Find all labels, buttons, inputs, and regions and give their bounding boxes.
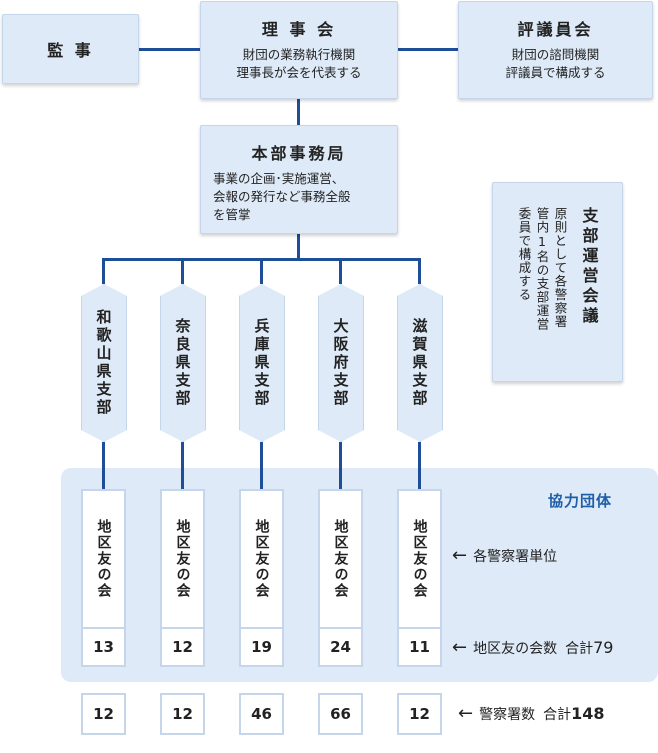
connector-drop-2: [181, 258, 184, 284]
shibu-unei-desc: 原則として各警察署 管内1名の支部運営 委員で構成する: [516, 207, 568, 331]
district-name: 地区友の会: [411, 519, 428, 599]
connector-unit-5: [418, 442, 421, 489]
arrow-left-icon: ←: [458, 703, 474, 724]
district-name: 地区友の会: [174, 519, 191, 599]
district-count: 11: [409, 638, 430, 656]
branch-name: 滋賀県支部: [410, 318, 429, 408]
connector-drop-3: [260, 258, 263, 284]
note-station-total: 148: [571, 704, 605, 723]
branch-pill-3: 兵庫県支部: [239, 284, 285, 442]
kanji-box: 監 事: [2, 14, 139, 84]
branch-name: 大阪府支部: [331, 318, 350, 408]
arrow-left-icon: ←: [452, 637, 468, 658]
station-count-5: 12: [397, 693, 442, 735]
honbu-box: 本部事務局 事業の企画･実施運営、 会報の発行など事務全般 を管掌: [200, 125, 398, 234]
branch-pill-5: 滋賀県支部: [397, 284, 443, 442]
note-station: ← 警察署数 合計 148: [458, 703, 605, 724]
connector-drop-1: [102, 258, 105, 284]
district-unit-4: 地区友の会 24: [318, 489, 363, 667]
rijikai-box: 理 事 会 財団の業務執行機関 理事長が会を代表する: [200, 1, 398, 99]
note-district-total: 79: [593, 638, 614, 657]
shibu-unei-title: 支部運営会議: [579, 207, 599, 327]
connector-kanji-rijikai: [139, 48, 200, 51]
district-count: 19: [251, 638, 272, 656]
connector-honbu-bus: [297, 233, 300, 260]
honbu-desc: 事業の企画･実施運営、 会報の発行など事務全般 を管掌: [213, 171, 351, 222]
branch-name: 奈良県支部: [173, 318, 192, 408]
connector-rijikai-hyogiinkai: [398, 48, 458, 51]
note-unit-label: 各警察署単位: [473, 548, 558, 565]
connector-unit-4: [339, 442, 342, 489]
branch-name: 和歌山県支部: [94, 309, 113, 417]
station-count-2: 12: [160, 693, 205, 735]
kanji-title: 監 事: [47, 41, 94, 60]
connector-drop-5: [418, 258, 421, 284]
honbu-title: 本部事務局: [251, 144, 347, 163]
rijikai-desc: 財団の業務執行機関 理事長が会を代表する: [236, 47, 362, 80]
branch-pill-2: 奈良県支部: [160, 284, 206, 442]
note-station-label: 警察署数: [479, 706, 536, 723]
note-station-total-label: 合計: [543, 706, 572, 723]
branch-name: 兵庫県支部: [252, 318, 271, 408]
rijikai-title: 理 事 会: [261, 20, 337, 39]
station-count-4: 66: [318, 693, 363, 735]
hyogiinkai-desc: 財団の諮問機関 評議員で構成する: [505, 47, 606, 80]
note-district-label: 地区友の会数: [473, 640, 558, 657]
arrow-left-icon: ←: [452, 545, 468, 566]
note-unit: ← 各警察署単位: [452, 545, 557, 566]
hyogiinkai-title: 評議員会: [517, 20, 594, 39]
note-district: ← 地区友の会数 合計 79: [452, 637, 613, 658]
hyogiinkai-box: 評議員会 財団の諮問機関 評議員で構成する: [458, 1, 653, 99]
district-name: 地区友の会: [95, 519, 112, 599]
branch-pill-4: 大阪府支部: [318, 284, 364, 442]
connector-unit-3: [260, 442, 263, 489]
district-unit-5: 地区友の会 11: [397, 489, 442, 667]
shibu-unei-box: 支部運営会議 原則として各警察署 管内1名の支部運営 委員で構成する: [492, 182, 623, 382]
district-unit-2: 地区友の会 12: [160, 489, 205, 667]
connector-rijikai-honbu: [297, 98, 300, 125]
connector-drop-4: [339, 258, 342, 284]
branch-pill-1: 和歌山県支部: [81, 284, 127, 442]
district-count: 12: [172, 638, 193, 656]
district-unit-3: 地区友の会 19: [239, 489, 284, 667]
station-count-3: 46: [239, 693, 284, 735]
district-name: 地区友の会: [253, 519, 270, 599]
district-unit-1: 地区友の会 13: [81, 489, 126, 667]
station-count-1: 12: [81, 693, 126, 735]
kyoryoku-label: 協力団体: [548, 492, 613, 510]
district-count: 24: [330, 638, 351, 656]
connector-unit-1: [102, 442, 105, 489]
district-name: 地区友の会: [332, 519, 349, 599]
note-district-total-label: 合計: [565, 640, 594, 657]
district-count: 13: [93, 638, 114, 656]
connector-unit-2: [181, 442, 184, 489]
